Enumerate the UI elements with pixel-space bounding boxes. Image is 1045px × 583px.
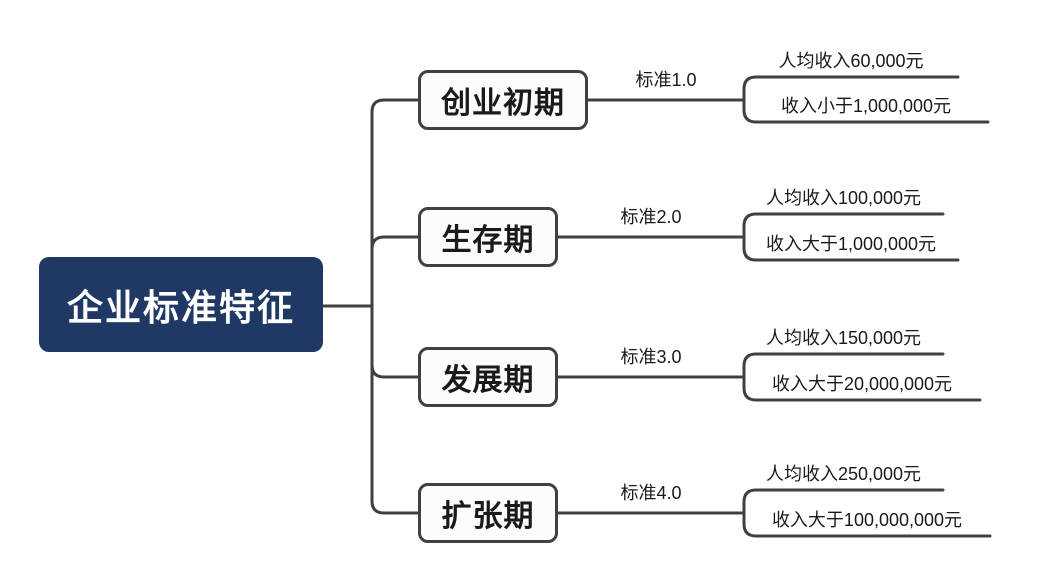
standard-label-1[interactable]: 标准1.0 bbox=[635, 70, 697, 90]
standard-label-2[interactable]: 标准2.0 bbox=[620, 207, 682, 227]
leaf-topic-2-2[interactable]: 收入大于1,000,000元 bbox=[765, 234, 937, 254]
connector-trunk-branch3 bbox=[370, 363, 420, 379]
leaf-topic-3-1[interactable]: 人均收入150,000元 bbox=[765, 328, 922, 348]
connector-trunk-branch2 bbox=[370, 235, 420, 251]
leaf-topic-1-1[interactable]: 人均收入60,000元 bbox=[778, 51, 924, 71]
connector-trunk bbox=[370, 98, 420, 515]
branch-topic-expansion[interactable]: 扩张期 bbox=[418, 483, 558, 543]
standard-label-3[interactable]: 标准3.0 bbox=[620, 347, 682, 367]
leaf-topic-4-1[interactable]: 人均收入250,000元 bbox=[765, 464, 922, 484]
leaf-topic-4-2[interactable]: 收入大于100,000,000元 bbox=[771, 510, 963, 530]
branch-topic-survival[interactable]: 生存期 bbox=[418, 207, 558, 267]
standard-label-4[interactable]: 标准4.0 bbox=[620, 483, 682, 503]
branch-topic-development[interactable]: 发展期 bbox=[418, 347, 558, 407]
root-topic[interactable]: 企业标准特征 bbox=[39, 257, 323, 352]
leaf-topic-2-1[interactable]: 人均收入100,000元 bbox=[765, 188, 922, 208]
branch-topic-startup[interactable]: 创业初期 bbox=[418, 70, 588, 130]
leaf-topic-3-2[interactable]: 收入大于20,000,000元 bbox=[771, 374, 953, 394]
leaf-topic-1-2[interactable]: 收入小于1,000,000元 bbox=[780, 96, 952, 116]
